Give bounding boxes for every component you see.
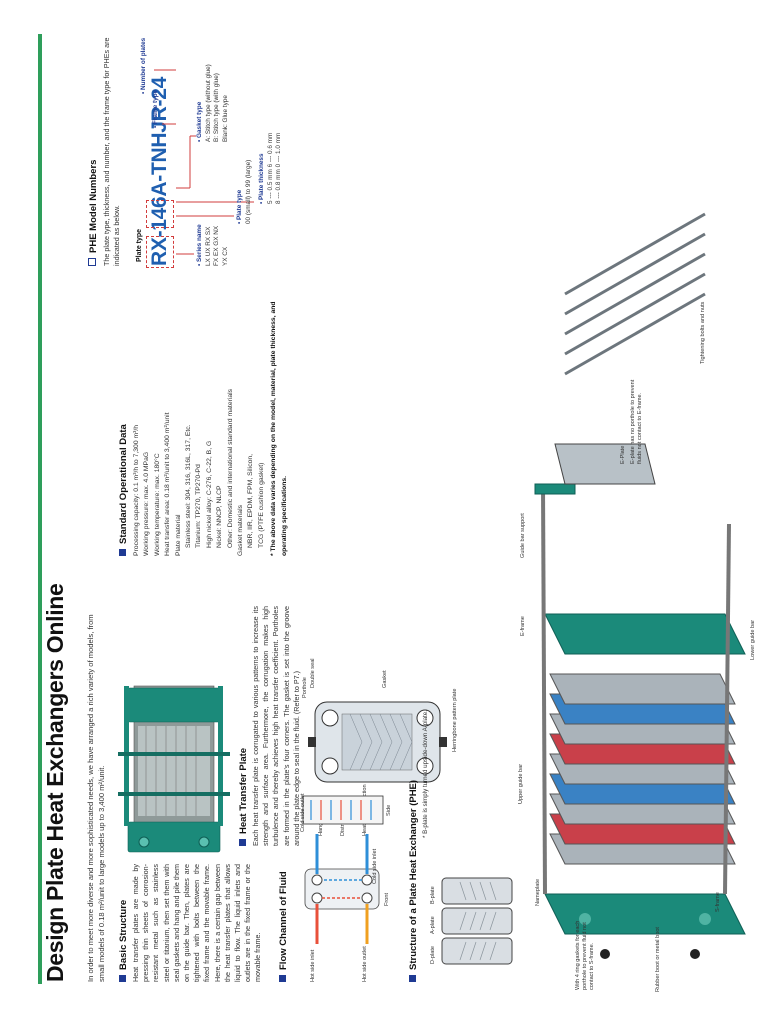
plate-material-line: Titanium: TP270, TP270-Pd — [195, 464, 203, 548]
code-dash: - — [148, 174, 171, 182]
e-plate-note: E-plate has no porthole to prevent fluid… — [630, 379, 644, 464]
gasket-type-annotation: • Gasket type A: Stitch type (without gl… — [196, 64, 229, 142]
porthole-label: Porthole — [302, 677, 308, 698]
data-line: Working temperature: max. 180°C — [153, 453, 161, 556]
data-line: Processing capacity: 0.1 m³/h to 7,300 m… — [133, 424, 140, 556]
gasket-label: Gasket — [382, 670, 388, 688]
gasket-material-line: NBR, IIR, EPDM, FPM, Silicon, — [247, 453, 255, 548]
s-frame-label: S-frame — [715, 892, 721, 912]
plate-type-label: Plate type — [136, 228, 143, 262]
gasket-materials-heading: Gasket materials — [237, 505, 245, 556]
double-seal-label: Double seal — [310, 658, 316, 688]
plate-material-line: Other: Domestic and international standa… — [226, 388, 234, 548]
exploded-view — [534, 212, 746, 959]
phe-photo — [118, 685, 230, 853]
model-numbers-heading: PHE Model Numbers — [88, 160, 99, 266]
rubber-boots — [600, 949, 700, 959]
e-frame-label: E-frame — [520, 616, 526, 636]
plate-type-annotation: • Plate type 00 (small) to 99 (large) — [236, 159, 252, 224]
upper-guide-bar-label: Upper guide bar — [518, 763, 524, 804]
hot-side-inlet-label: Hot side inlet — [310, 949, 316, 982]
section-bullet-icon — [119, 549, 126, 556]
data-footnote: * The above data varies depending on the… — [270, 301, 288, 556]
model-numbers-text: The plate type, thickness, and number, a… — [102, 37, 122, 266]
series-box — [146, 236, 174, 268]
basic-structure-heading: Basic Structure — [118, 900, 129, 982]
page-title: Design Plate Heat Exchangers Online — [42, 583, 68, 982]
plate-material-line: High nickel alloy: C-276, C-22, B, G — [205, 440, 213, 548]
flow-channel-heading: Flow Channel of Fluid — [278, 871, 289, 982]
hot-side-outlet-label: Hot side outlet — [362, 946, 368, 982]
flow-side-view — [302, 795, 384, 825]
section-bullet-icon — [88, 258, 96, 266]
tightening-bolts-label: Tightening bolts and nuts — [700, 301, 706, 364]
data-line: Working pressure: max. 4.0 MPaG — [143, 451, 151, 556]
plate-thickness-annotation: • Plate thickness 5 --- 0.5 mm 6 --- 0.6… — [258, 132, 283, 204]
section-bullet-icon — [279, 975, 286, 982]
basic-structure-text: Heat transfer plates are made by pressin… — [131, 864, 263, 982]
lower-guide-bar-label: Lower guide bar — [750, 619, 756, 660]
standard-data-heading: Standard Operational Data — [118, 424, 129, 556]
a-plate-label: A-plate — [430, 916, 436, 934]
ring-gaskets-note: With 4 ring gaskets for each porthole to… — [575, 920, 596, 990]
gasket-material-line: TCG (PTFE cushion gasket) — [257, 462, 265, 548]
d-plate-label: D-plate — [430, 945, 436, 964]
section-bullet-icon — [119, 975, 126, 982]
flow-channel-diagram — [302, 795, 384, 944]
herringbone-label: Herringbone pattern plate — [452, 688, 458, 752]
data-line: Plate material — [174, 514, 182, 556]
nameplate-label: Nameplate — [535, 878, 541, 906]
cold-side-outlet-label: Cold side outlet — [300, 793, 306, 832]
section-bullet-icon — [409, 975, 416, 982]
guide-bar-support — [534, 483, 576, 495]
plate-diagram — [308, 701, 447, 783]
plate-stack — [549, 673, 736, 865]
number-of-plates-annotation: • Number of plates — [140, 37, 147, 94]
frame-type-annotation: • Frame type — [152, 89, 159, 128]
structure-note: * B-plate is simply turned upside-down A… — [422, 710, 429, 838]
rubber-boot-label: Rubber boot or metal boot — [655, 927, 661, 992]
intro-text: In order to meet more diverse and more s… — [86, 614, 106, 982]
heat-transfer-plate-heading: Heat Transfer Plate — [238, 748, 249, 846]
cold-side-inlet-label: Cold side inlet — [372, 848, 378, 884]
code-leader-lines — [154, 69, 254, 255]
standard-data-list: Processing capacity: 0.1 m³/h to 7,300 m… — [132, 286, 290, 556]
plate-material-line: Stainless steel: 304, 316, 316L, 317, Et… — [185, 424, 193, 548]
plate-type-box — [146, 200, 174, 228]
tightening-bolts — [564, 212, 706, 376]
plate-material-line: Nickel: NNCP, NLCP — [216, 485, 224, 548]
series-name-annotation: • Series name LX UX RX SX FX EX GX NX YX… — [196, 224, 229, 266]
structure-heading: Structure of a Plate Heat Exchanger (PHE… — [408, 780, 419, 982]
guide-bars — [541, 483, 731, 895]
plate-pack — [138, 726, 210, 816]
side-label: Side — [386, 804, 392, 816]
e-plate-label: E-Plate — [620, 445, 626, 464]
guide-bar-support-label: Guide bar support — [520, 513, 526, 558]
section-bullet-icon — [239, 839, 246, 846]
b-plate-label: B-plate — [430, 886, 436, 904]
e-frame — [544, 613, 746, 655]
plate-samples — [441, 877, 513, 965]
front-label: Front — [384, 892, 390, 906]
code-gasket: A — [148, 181, 171, 197]
e-plate — [554, 443, 656, 485]
data-line: Heat transfer area: 0.18 m²/unit to 3,40… — [164, 412, 172, 556]
